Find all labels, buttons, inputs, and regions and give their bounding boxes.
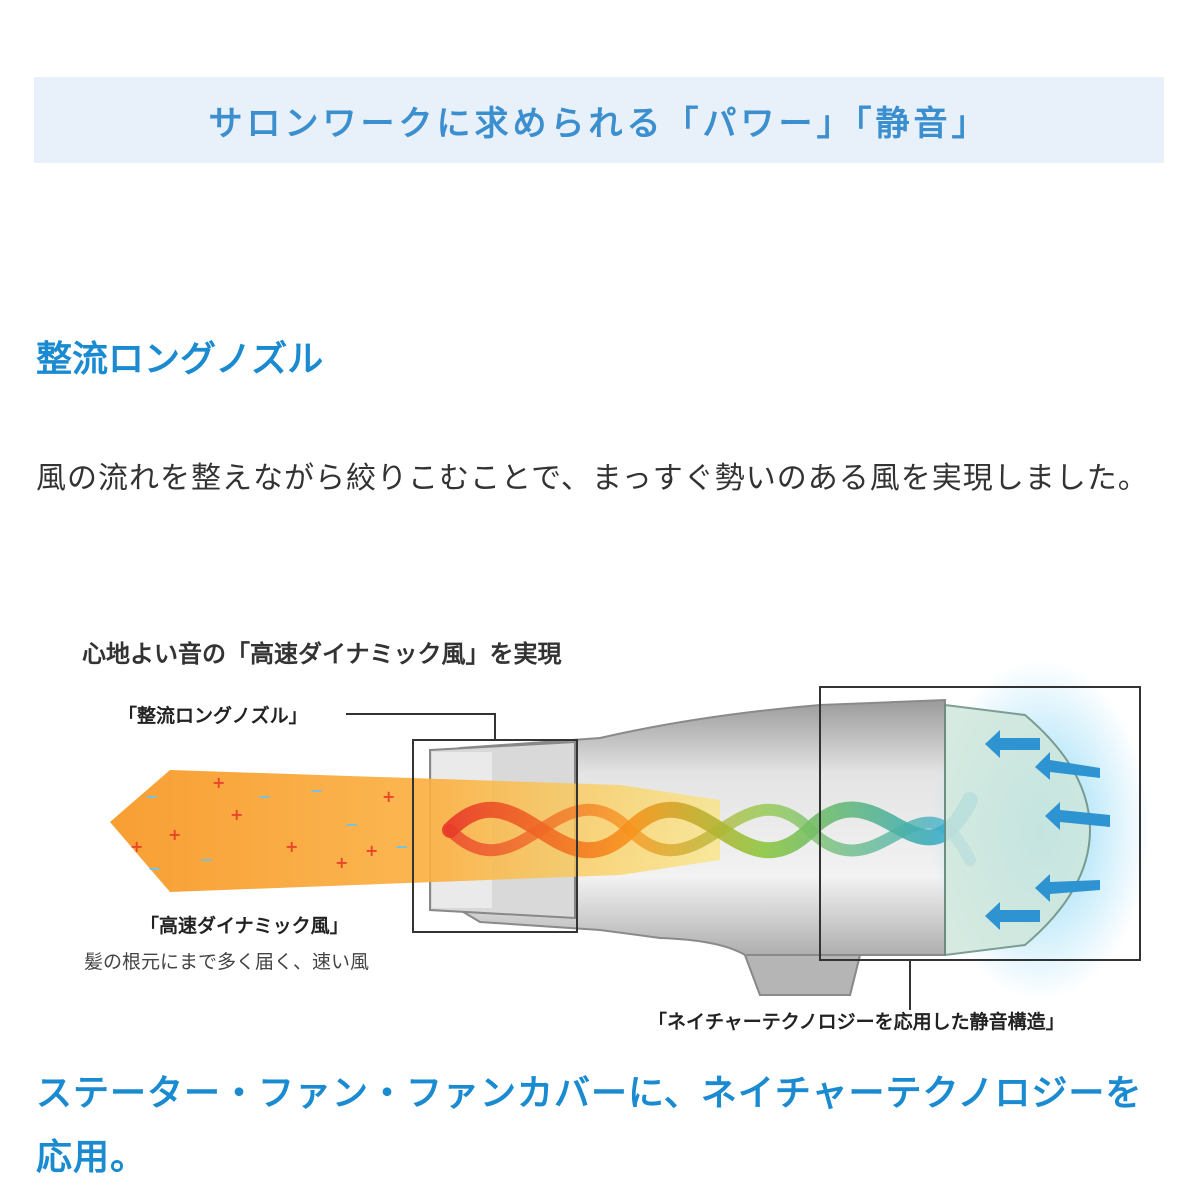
svg-text:+: + [230, 805, 243, 824]
svg-text:+: + [382, 787, 395, 806]
quiet-callout-box [819, 686, 1141, 961]
svg-text:+: + [335, 853, 348, 872]
section-heading: 整流ロングノズル [36, 339, 324, 380]
svg-text:−: − [310, 781, 323, 800]
section-banner: サロンワークに求められる「パワー」「静音」 [34, 77, 1164, 163]
svg-text:−: − [148, 859, 161, 878]
svg-text:+: + [130, 837, 143, 856]
svg-text:−: − [145, 787, 158, 806]
svg-text:+: + [285, 837, 298, 856]
nozzle-leader [346, 713, 496, 740]
diagram-title: 心地よい音の「高速ダイナミック風」を実現 [82, 640, 562, 668]
intake-arrows [985, 730, 1110, 930]
ion-marks: − + − + + − + − + + − + − − + [130, 773, 408, 878]
quiet-label: 「ネイチャーテクノロジーを応用した静音構造」 [648, 1010, 1065, 1033]
svg-text:+: + [212, 773, 225, 792]
section-body-text: 風の流れを整えながら絞りこむことで、まっすぐ勢いのある風を実現しました。 [36, 461, 1149, 496]
svg-text:−: − [200, 850, 213, 869]
svg-text:+: + [365, 841, 378, 860]
svg-text:−: − [258, 787, 271, 806]
section2-heading: ステーター・ファン・ファンカバーに、ネイチャーテクノロジーを応用。 [36, 1073, 1143, 1178]
banner-title: サロンワークに求められる「パワー」「静音」 [208, 103, 990, 144]
wind-label: 「高速ダイナミック風」 [140, 914, 349, 937]
dryer-diagram: − + − + + − + − + + − + − − + 心地よい音の「高速ダ… [82, 640, 1150, 1033]
dryer-handle [743, 954, 862, 996]
wind-sub-label: 髪の根元にまで多く届く、速い風 [84, 951, 369, 973]
svg-text:+: + [168, 825, 181, 844]
svg-text:−: − [395, 837, 408, 856]
helix-strand-b [444, 803, 976, 866]
nozzle-label: 「整流ロングノズル」 [118, 704, 308, 727]
svg-text:−: − [345, 815, 358, 834]
wind-stream [110, 770, 720, 892]
